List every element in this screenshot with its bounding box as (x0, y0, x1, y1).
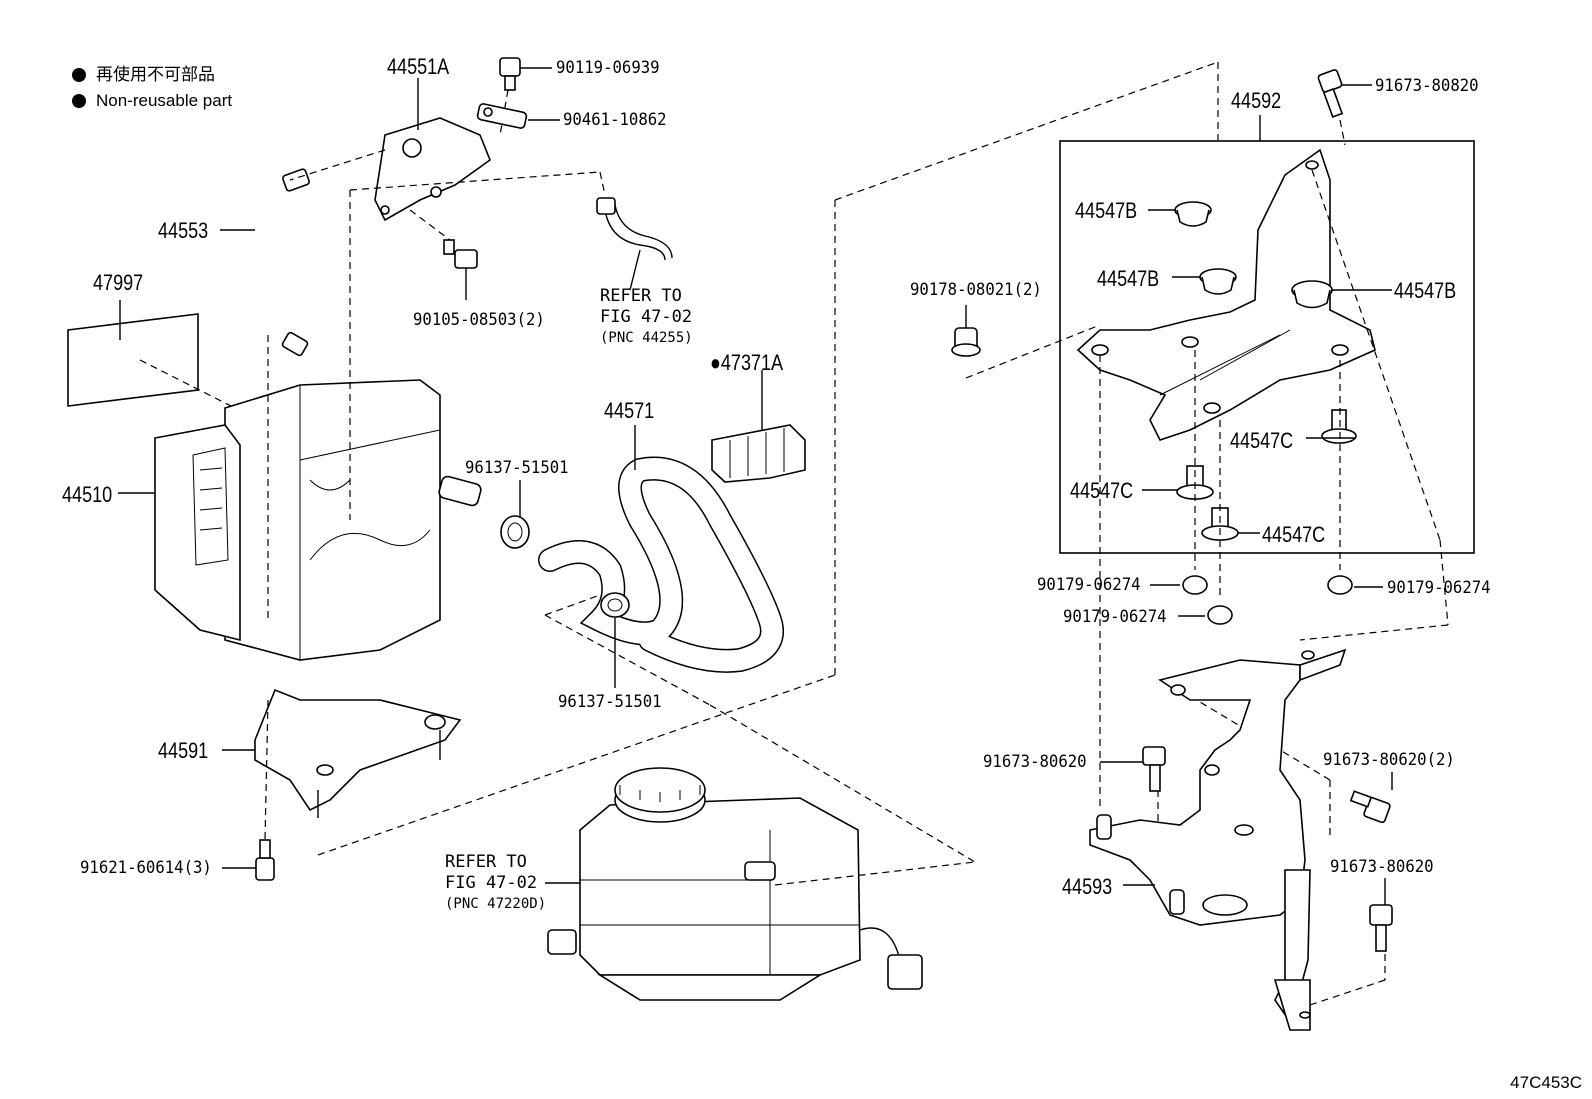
figure-code: 47C453C (1510, 1073, 1582, 1092)
label-90179-1: 90179-06274 (1037, 575, 1141, 595)
label-47371A: ●47371A (710, 350, 784, 375)
bolt-91673-80620-3 (1369, 878, 1393, 952)
clamp-96137-bottom (544, 592, 711, 706)
assembly-dashed-guides (834, 61, 1219, 675)
nut-90179-3 (1327, 575, 1383, 595)
bracket-44592 (1076, 148, 1376, 441)
label-sticker-47997 (67, 300, 236, 409)
label-90461: 90461-10862 (563, 110, 667, 130)
label-44547B-3: 44547B (1394, 278, 1457, 303)
reference-line-2: FIG 47-02 (445, 873, 538, 893)
label-91621: 91621-60614(3) (80, 858, 212, 878)
legend: 再使用不可部品 Non-reusable part (72, 62, 232, 114)
bracket-44551A (289, 78, 606, 241)
collar-44547C-2 (1142, 465, 1214, 500)
bracket-44591 (222, 674, 836, 856)
bolt-90119 (499, 57, 552, 136)
grommet-44547B-1 (1148, 201, 1212, 227)
reference-note-47220D: REFER TO FIG 47-02 (PNC 47220D) (445, 852, 546, 915)
label-44592: 44592 (1231, 88, 1282, 113)
reference-note-44255: REFER TO FIG 47-02 (PNC 44255) (600, 286, 693, 349)
reference-line-2: FIG 47-02 (600, 307, 693, 327)
label-44551A: 44551A (387, 54, 450, 79)
label-44510: 44510 (62, 482, 113, 507)
nut-90179-2 (1178, 605, 1233, 625)
reference-line-3: (PNC 47220D) (445, 896, 547, 912)
label-90179-2: 90179-06274 (1063, 607, 1167, 627)
bolt-91673-80820 (1317, 69, 1372, 146)
legend-row-en: Non-reusable part (72, 88, 232, 114)
nut-90178 (951, 305, 1101, 379)
label-96137-bottom: 96137-51501 (558, 692, 662, 712)
non-reusable-dot-icon (72, 68, 86, 82)
bolt-91621 (222, 839, 275, 881)
abs-actuator-44510 (118, 190, 482, 661)
legend-row-jp: 再使用不可部品 (72, 62, 232, 88)
label-91673-80620-2: 91673-80620(2) (1323, 750, 1455, 770)
pipe-ref-44255 (596, 197, 673, 291)
label-47997: 47997 (93, 270, 144, 295)
group-box-44592 (1059, 115, 1475, 554)
clamp-96137-top (500, 480, 530, 549)
bolt-91673-80620-1 (1100, 746, 1166, 792)
reference-line-3: (PNC 44255) (600, 330, 693, 346)
label-44547C-1: 44547C (1230, 428, 1294, 453)
label-90179-3: 90179-06274 (1387, 578, 1491, 598)
label-90105: 90105-08503(2) (413, 310, 545, 330)
non-reusable-dot-icon (72, 94, 86, 108)
legend-text-en: Non-reusable part (96, 91, 233, 110)
label-44547B-1: 44547B (1075, 198, 1138, 223)
bolt-91673-80620-2 (1349, 772, 1393, 824)
label-44571: 44571 (604, 398, 655, 423)
collar-44547C-1 (1306, 409, 1357, 444)
hose-44553 (220, 168, 310, 357)
label-90178: 90178-08021(2) (910, 280, 1042, 300)
collar-44547C-3 (1201, 507, 1260, 541)
reservoir-ref-47220D (545, 704, 976, 1001)
label-44553: 44553 (158, 218, 209, 243)
label-44547B-2: 44547B (1097, 266, 1160, 291)
label-96137-top: 96137-51501 (465, 458, 569, 478)
label-91673-80620-3: 91673-80620 (1330, 857, 1434, 877)
label-91673-80820: 91673-80820 (1375, 76, 1479, 96)
clip-90461 (476, 103, 560, 129)
grommet-44547B-2 (1172, 268, 1237, 295)
grommet-44547B-3 (1291, 280, 1392, 309)
legend-text-jp: 再使用不可部品 (96, 65, 215, 84)
label-91673-80620-1: 91673-80620 (983, 752, 1087, 772)
label-90119: 90119-06939 (556, 58, 660, 78)
label-44547C-3: 44547C (1262, 522, 1326, 547)
clamp-47371A (711, 370, 806, 483)
bracket-44593 (1089, 648, 1347, 1031)
label-44591: 44591 (158, 738, 209, 763)
nut-90179-1 (1150, 575, 1208, 595)
reference-line-1: REFER TO (445, 852, 527, 872)
reference-line-1: REFER TO (600, 286, 682, 306)
label-44593: 44593 (1062, 874, 1113, 899)
bolt-90105 (443, 239, 478, 300)
label-44547C-2: 44547C (1070, 478, 1134, 503)
